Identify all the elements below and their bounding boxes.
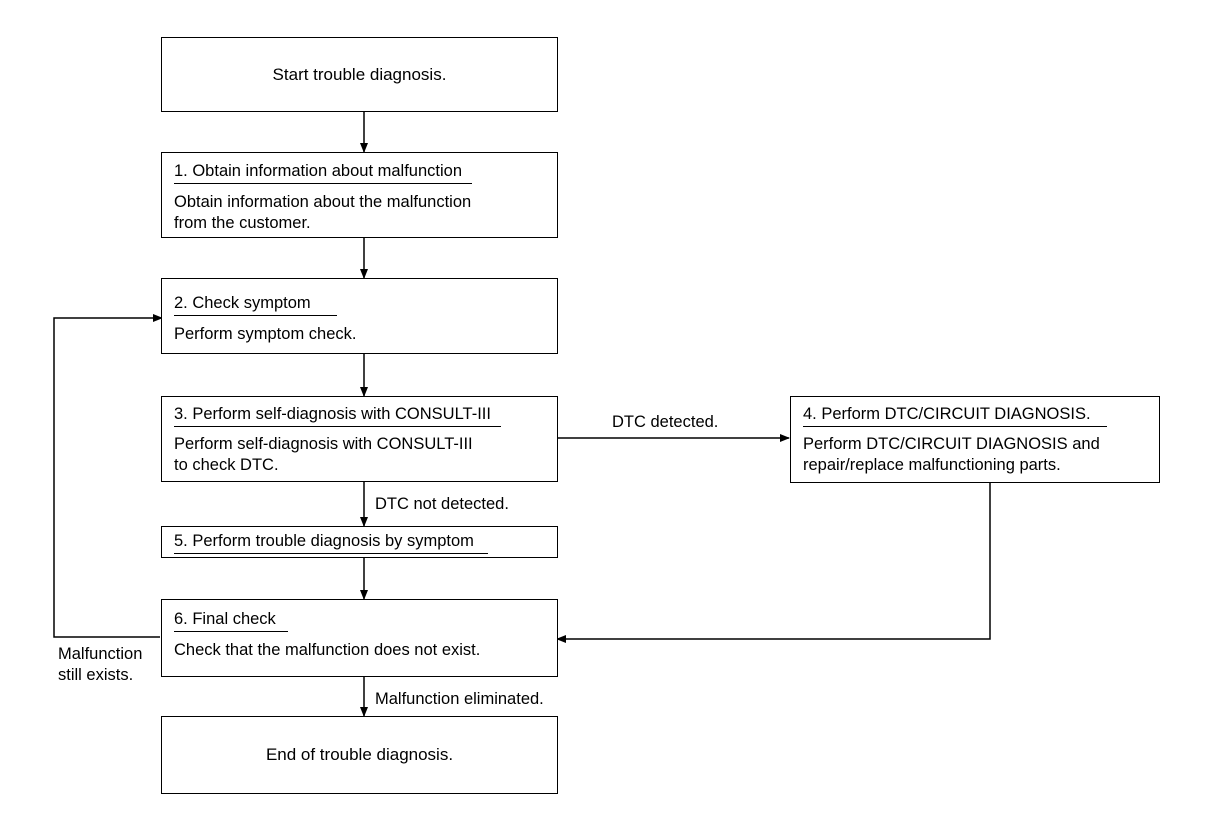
step4-title: 4. Perform DTC/CIRCUIT DIAGNOSIS. <box>803 404 1107 427</box>
step2-title: 2. Check symptom <box>174 293 337 316</box>
step3-body-line2: to check DTC. <box>174 456 279 474</box>
step4-box: 4. Perform DTC/CIRCUIT DIAGNOSIS. Perfor… <box>790 396 1160 483</box>
arrow-step6-loop-to-step2 <box>53 314 163 638</box>
step3-body-line1: Perform self-diagnosis with CONSULT-III <box>174 435 473 453</box>
step6-title: 6. Final check <box>174 609 288 632</box>
step1-box: 1. Obtain information about malfunction … <box>161 152 558 238</box>
label-dtc-detected: DTC detected. <box>612 413 719 431</box>
step6-box: 6. Final check Check that the malfunctio… <box>161 599 558 677</box>
label-dtc-not-detected: DTC not detected. <box>375 495 509 513</box>
end-box: End of trouble diagnosis. <box>161 716 558 794</box>
step3-box: 3. Perform self-diagnosis with CONSULT-I… <box>161 396 558 482</box>
end-text: End of trouble diagnosis. <box>265 745 454 764</box>
label-malfunction-still-exists-2: still exists. <box>58 666 134 684</box>
step2-body-line1: Perform symptom check. <box>174 325 357 343</box>
step1-title: 1. Obtain information about malfunction <box>174 161 473 184</box>
step4-body-line1: Perform DTC/CIRCUIT DIAGNOSIS and <box>803 435 1100 453</box>
step5-title: 5. Perform trouble diagnosis by symptom <box>174 531 488 554</box>
step3-title: 3. Perform self-diagnosis with CONSULT-I… <box>174 404 501 427</box>
label-malfunction-still-exists-1: Malfunction <box>58 645 143 663</box>
start-text: Start trouble diagnosis. <box>272 64 447 84</box>
step6-body-line1: Check that the malfunction does not exis… <box>174 641 481 659</box>
start-box: Start trouble diagnosis. <box>161 37 558 112</box>
step4-body-line2: repair/replace malfunctioning parts. <box>803 456 1061 474</box>
arrow-step4-to-step6 <box>556 483 991 643</box>
label-malfunction-eliminated: Malfunction eliminated. <box>375 690 544 708</box>
step2-box: 2. Check symptom Perform symptom check. <box>161 278 558 354</box>
step1-body-line2: from the customer. <box>174 214 311 232</box>
step1-body-line1: Obtain information about the malfunction <box>174 193 472 211</box>
step5-box: 5. Perform trouble diagnosis by symptom <box>161 526 558 558</box>
